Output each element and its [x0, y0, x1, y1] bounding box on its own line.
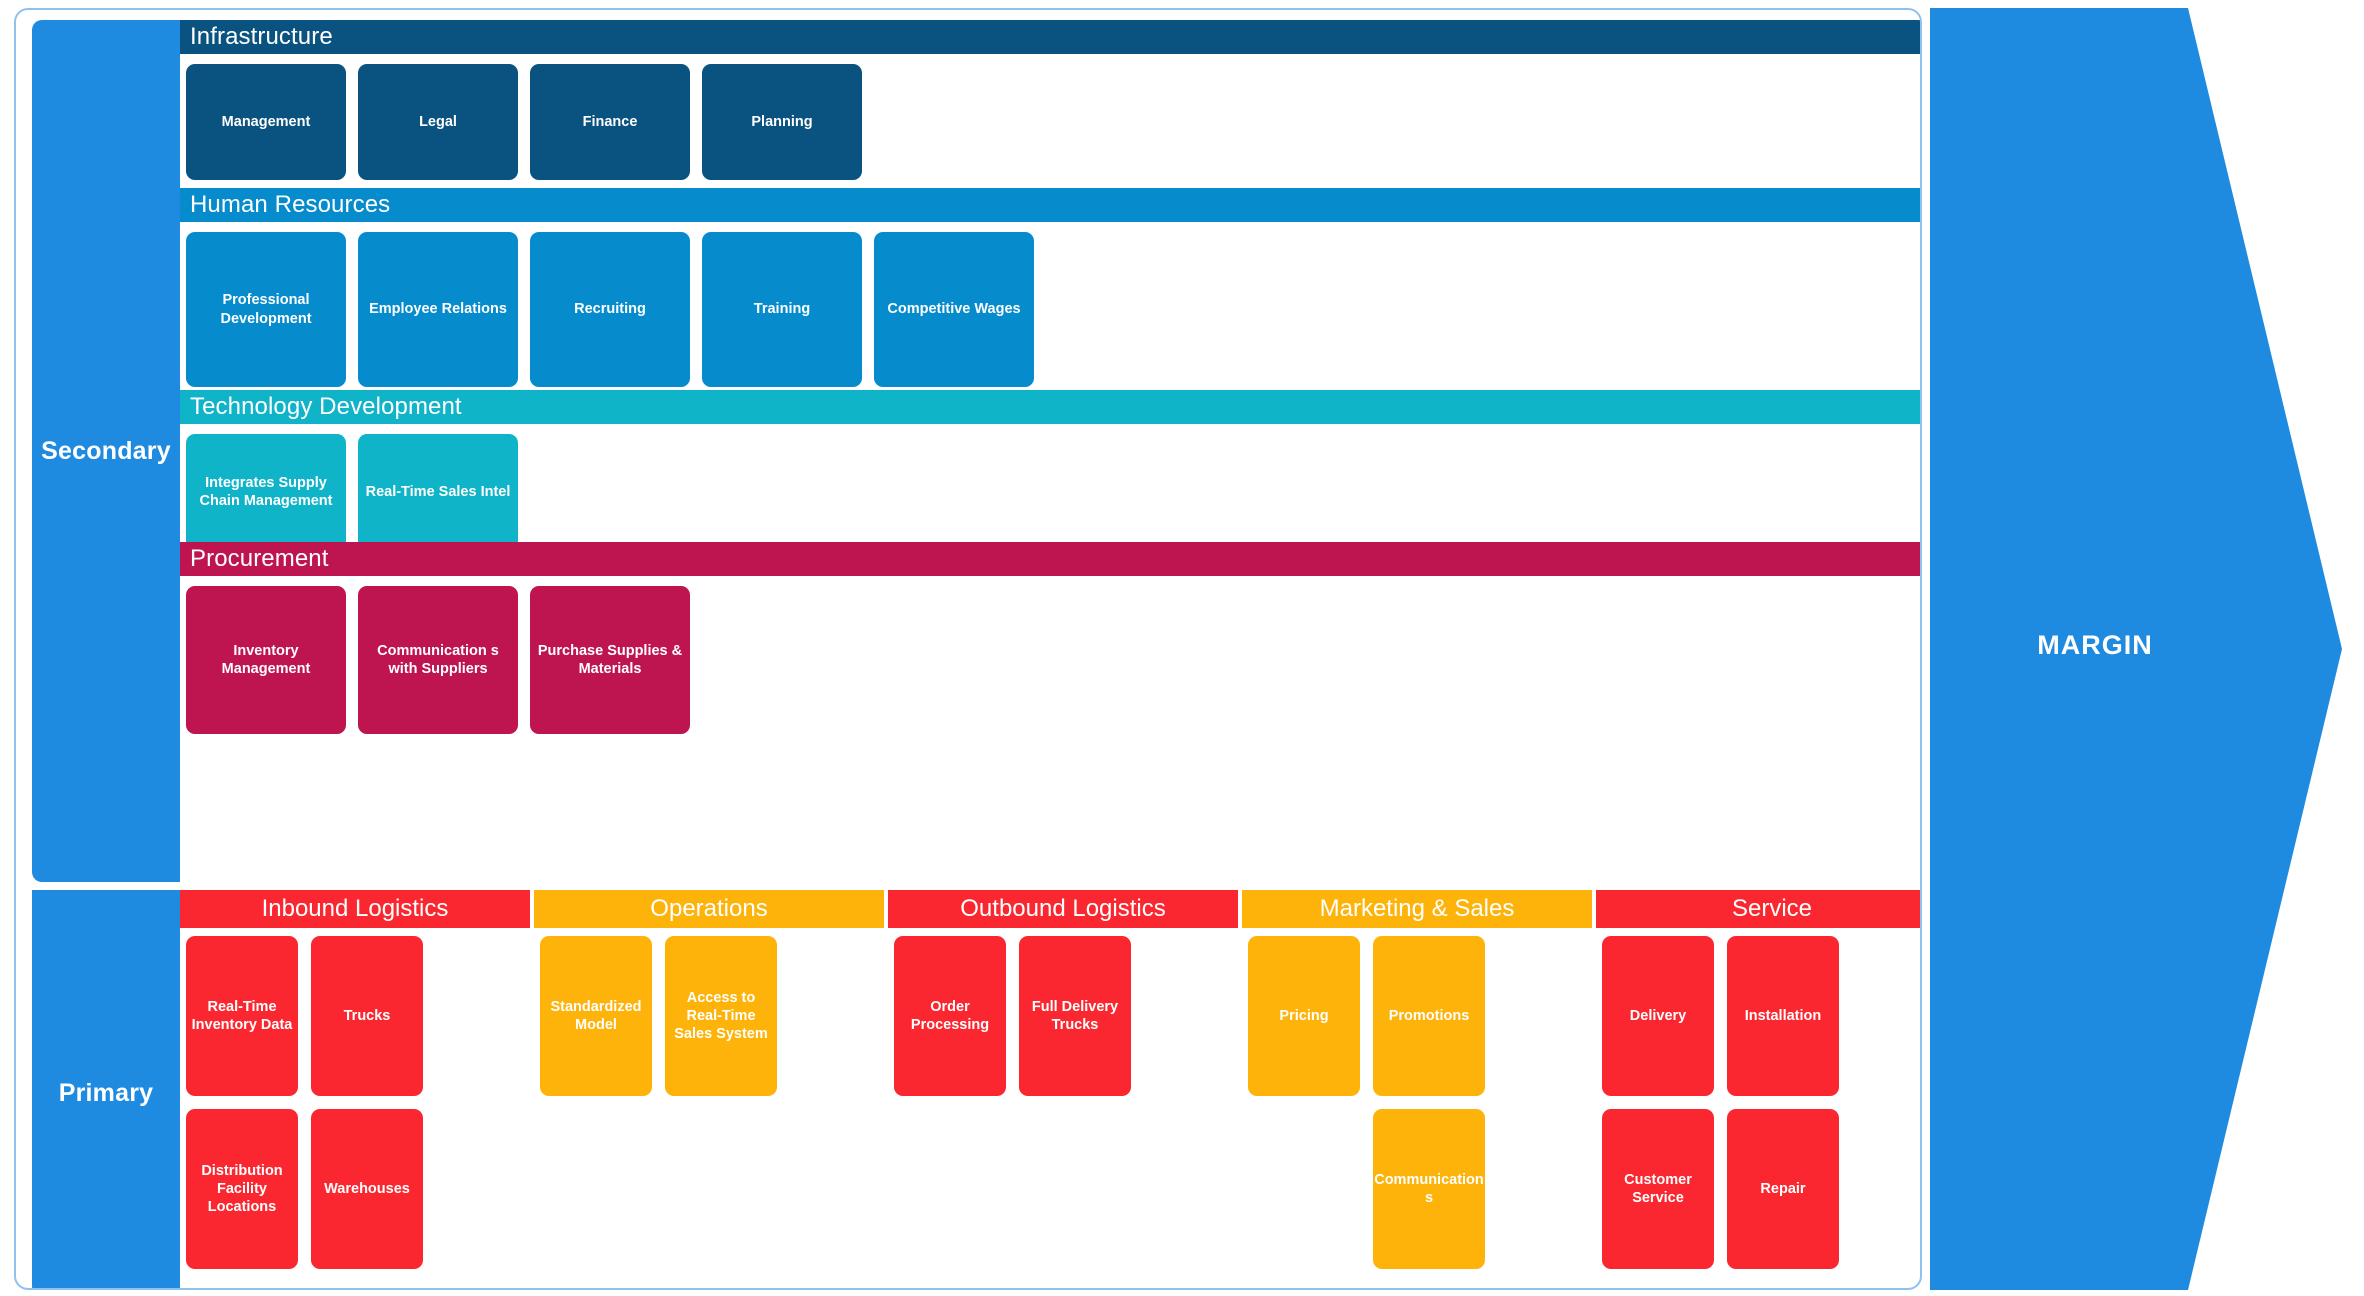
primary-activity-header[interactable]: Outbound Logistics: [888, 890, 1238, 928]
support-activity-card[interactable]: Legal: [358, 64, 518, 180]
support-activity-card[interactable]: Recruiting: [530, 232, 690, 387]
primary-activity-card[interactable]: Promotions: [1373, 936, 1485, 1096]
primary-activity-card[interactable]: Installation: [1727, 936, 1839, 1096]
sidebar-secondary-label: Secondary: [32, 20, 180, 882]
support-activity-card[interactable]: Real-Time Sales Intel: [358, 434, 518, 550]
primary-activity-card[interactable]: Access to Real-Time Sales System: [665, 936, 777, 1096]
support-activity-card[interactable]: Inventory Management: [186, 586, 346, 734]
margin-arrow-icon: [1930, 8, 2342, 1290]
support-activity-card[interactable]: Integrates Supply Chain Management: [186, 434, 346, 550]
support-row-title: Infrastructure: [180, 20, 1920, 54]
primary-card-stack: Access to Real-Time Sales System: [665, 936, 777, 1269]
support-activity-card[interactable]: Purchase Supplies & Materials: [530, 586, 690, 734]
primary-activity-card[interactable]: Delivery: [1602, 936, 1714, 1096]
primary-card-stack: Order Processing: [894, 936, 1006, 1269]
primary-activity-card[interactable]: Warehouses: [311, 1109, 423, 1269]
primary-activity-card[interactable]: Customer Service: [1602, 1109, 1714, 1269]
primary-activity-card[interactable]: Full Delivery Trucks: [1019, 936, 1131, 1096]
primary-card-stack: Pricing: [1248, 936, 1360, 1269]
primary-card-stack: Standardized Model: [540, 936, 652, 1269]
support-row-title: Procurement: [180, 542, 1920, 576]
support-activity-card[interactable]: Competitive Wages: [874, 232, 1034, 387]
primary-activity-card[interactable]: Repair: [1727, 1109, 1839, 1269]
sidebar-primary-label: Primary: [32, 890, 180, 1288]
support-activity-card[interactable]: Finance: [530, 64, 690, 180]
support-activity-card[interactable]: Communication s with Suppliers: [358, 586, 518, 734]
margin-arrow-container: MARGIN: [1930, 8, 2350, 1290]
primary-activity-card[interactable]: Trucks: [311, 936, 423, 1096]
support-row-title: Technology Development: [180, 390, 1920, 424]
primary-activity-card[interactable]: Standardized Model: [540, 936, 652, 1096]
support-activity-card[interactable]: Planning: [702, 64, 862, 180]
primary-activity-card[interactable]: Communication s: [1373, 1109, 1485, 1269]
support-activity-card[interactable]: Training: [702, 232, 862, 387]
primary-activity-header[interactable]: Operations: [534, 890, 884, 928]
support-activity-card[interactable]: Professional Development: [186, 232, 346, 387]
support-activity-card[interactable]: Employee Relations: [358, 232, 518, 387]
primary-activity-header[interactable]: Inbound Logistics: [180, 890, 530, 928]
margin-label: MARGIN: [2037, 630, 2153, 660]
primary-activity-card[interactable]: Real-Time Inventory Data: [186, 936, 298, 1096]
primary-activity-header[interactable]: Marketing & Sales: [1242, 890, 1592, 928]
support-activity-card[interactable]: Management: [186, 64, 346, 180]
primary-card-stack: Full Delivery Trucks: [1019, 936, 1131, 1269]
primary-activity-card[interactable]: Order Processing: [894, 936, 1006, 1096]
support-row-title: Human Resources: [180, 188, 1920, 222]
primary-activity-card[interactable]: Distribution Facility Locations: [186, 1109, 298, 1269]
primary-activity-card[interactable]: Pricing: [1248, 936, 1360, 1096]
primary-activity-header[interactable]: Service: [1596, 890, 1920, 928]
